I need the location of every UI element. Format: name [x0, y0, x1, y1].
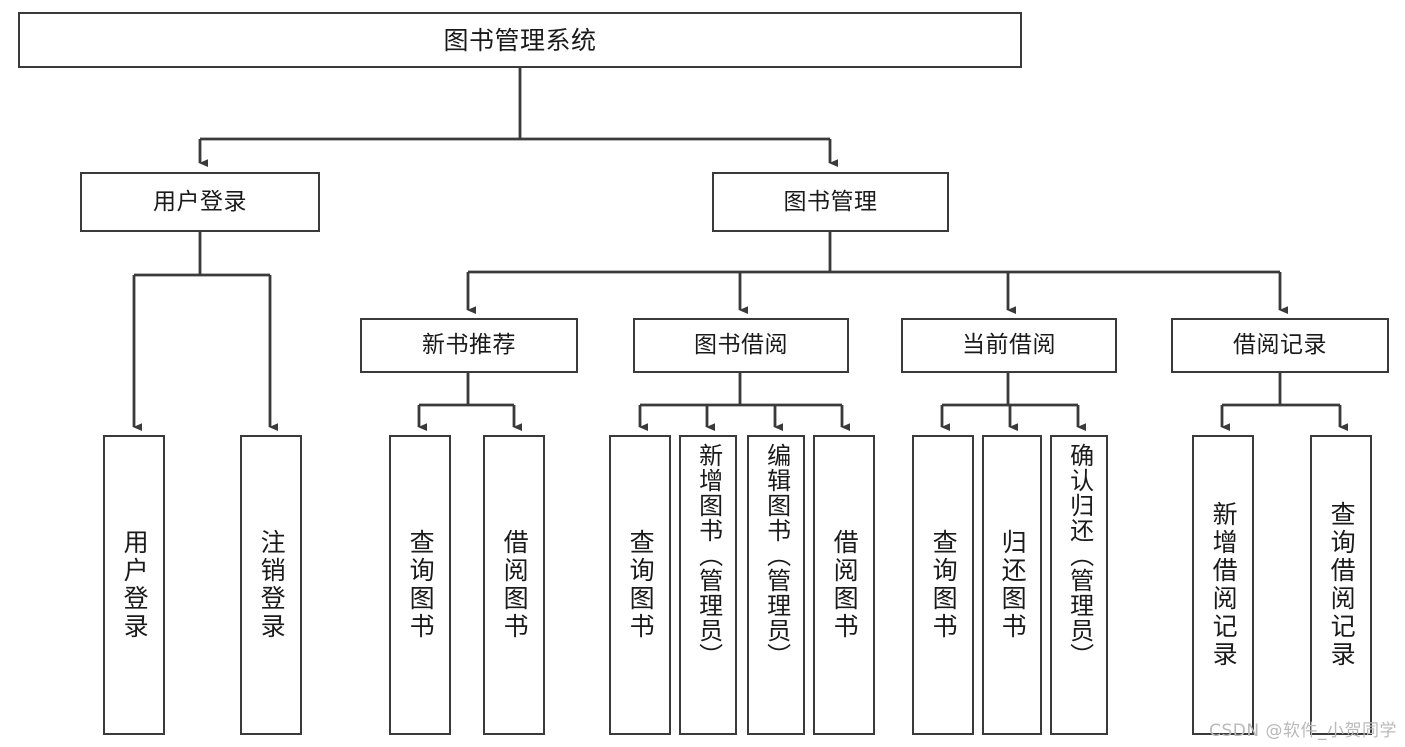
node-new-book-recommend[interactable]: 新书推荐	[360, 318, 578, 373]
node-book-manage[interactable]: 图书管理	[712, 172, 949, 232]
csdn-watermark: CSDN @软件_小贺同学	[1209, 721, 1397, 741]
node-label: 借阅图书	[500, 529, 530, 641]
node-current-borrow[interactable]: 当前借阅	[901, 318, 1117, 373]
node-label: 新增图书（管理员）	[694, 443, 723, 668]
node-label: 新书推荐	[422, 332, 516, 358]
node-label: 查询图书	[406, 529, 436, 641]
node-label: 注销登录	[257, 529, 287, 641]
leaf-add-borrow-record[interactable]: 新增借阅记录	[1192, 435, 1254, 735]
node-label: 编辑图书（管理员）	[762, 443, 791, 668]
node-label: 当前借阅	[962, 332, 1056, 358]
leaf-query-book-borrow[interactable]: 查询图书	[609, 435, 671, 735]
node-label: 新增借阅记录	[1209, 501, 1239, 669]
node-label: 查询图书	[929, 529, 959, 641]
leaf-return-book[interactable]: 归还图书	[982, 435, 1042, 735]
node-label: 查询图书	[626, 529, 656, 641]
leaf-borrow-book-recommend[interactable]: 借阅图书	[483, 435, 545, 735]
node-label: 用户登录	[120, 529, 150, 641]
node-label: 用户登录	[153, 188, 247, 215]
node-label: 借阅记录	[1233, 332, 1327, 358]
node-label: 图书借阅	[694, 332, 788, 358]
leaf-edit-book-admin[interactable]: 编辑图书（管理员）	[747, 435, 805, 735]
node-label: 图书管理	[783, 188, 878, 215]
node-user-login[interactable]: 用户登录	[80, 172, 320, 232]
leaf-borrow-book-borrow[interactable]: 借阅图书	[813, 435, 875, 735]
node-borrow-record[interactable]: 借阅记录	[1171, 318, 1389, 373]
leaf-query-book-current[interactable]: 查询图书	[912, 435, 974, 735]
leaf-add-book-admin[interactable]: 新增图书（管理员）	[679, 435, 737, 735]
leaf-user-login[interactable]: 用户登录	[103, 435, 165, 735]
leaf-confirm-return-admin[interactable]: 确认归还（管理员）	[1050, 435, 1108, 735]
node-label: 借阅图书	[830, 529, 860, 641]
node-label: 查询借阅记录	[1327, 501, 1357, 669]
leaf-query-borrow-record[interactable]: 查询借阅记录	[1310, 435, 1372, 735]
node-book-borrow[interactable]: 图书借阅	[633, 318, 849, 373]
node-label: 归还图书	[998, 529, 1028, 641]
node-label: 图书管理系统	[443, 25, 597, 55]
node-label: 确认归还（管理员）	[1065, 443, 1094, 668]
leaf-query-book-recommend[interactable]: 查询图书	[389, 435, 451, 735]
node-root-system[interactable]: 图书管理系统	[18, 12, 1022, 68]
leaf-logout-login[interactable]: 注销登录	[240, 435, 302, 735]
